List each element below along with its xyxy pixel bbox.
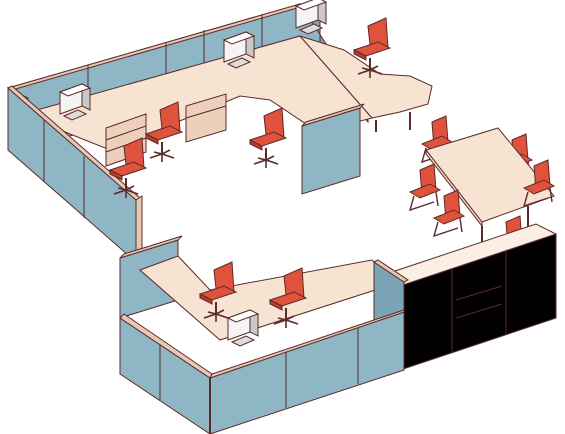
drawer-pedestal-center: [185, 93, 227, 143]
upper-workstation-cluster: [6, 0, 433, 264]
storage-cabinet-icon: [378, 223, 558, 371]
office-chair-icon: [409, 163, 441, 211]
conference-area: [409, 115, 555, 263]
lower-workstation-cluster: [119, 235, 409, 434]
office-chair-icon: [249, 107, 287, 169]
lower-desk-surface: [139, 255, 402, 341]
lower-front-partition: [119, 311, 405, 434]
desk-return: [298, 34, 433, 119]
